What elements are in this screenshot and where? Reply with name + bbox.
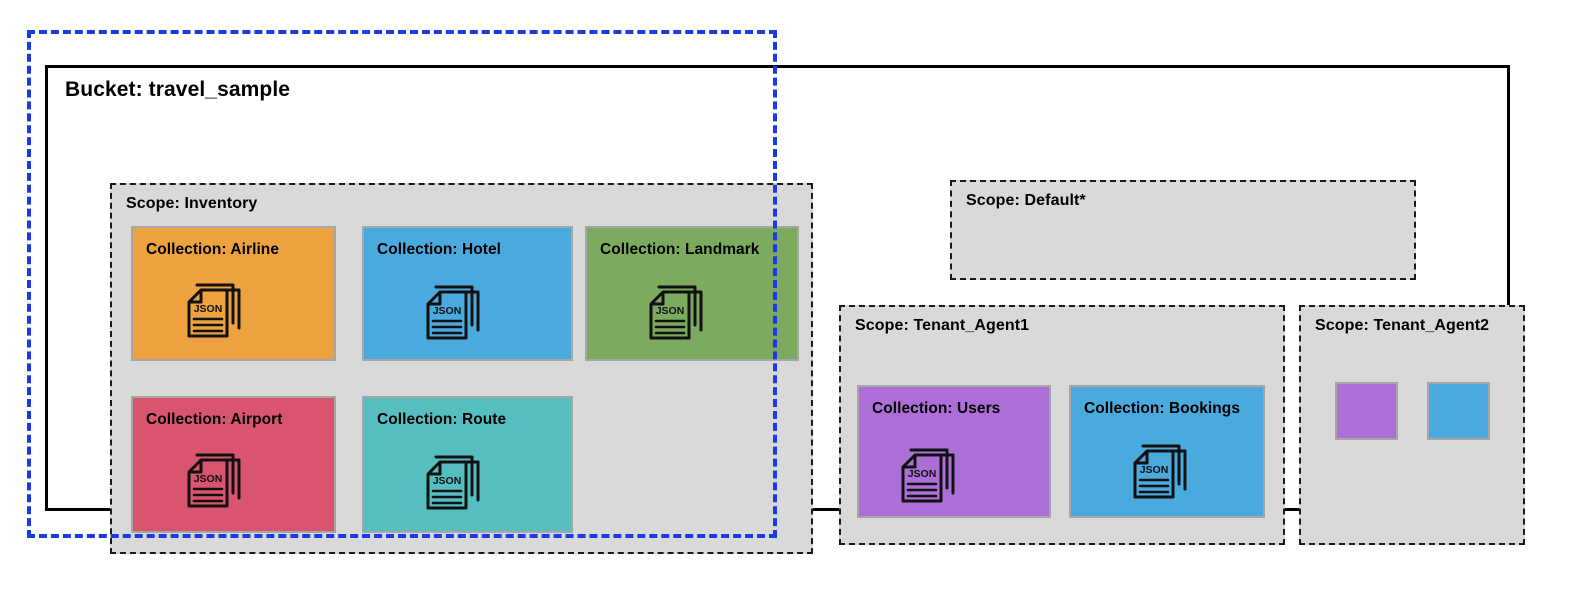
- json-icon-text: JSON: [1140, 464, 1169, 476]
- json-icon-text: JSON: [194, 303, 223, 315]
- collection-card-airport[interactable]: Collection: Airport JSON: [131, 396, 336, 533]
- collection-hotel-label: Collection: Hotel: [377, 241, 501, 258]
- collection-landmark-label: Collection: Landmark: [600, 241, 760, 258]
- collection-airline-label: Collection: Airline: [146, 241, 279, 258]
- bucket-container: Bucket: travel_sample Scope: Inventory C…: [45, 65, 1525, 554]
- json-icon-text: JSON: [433, 475, 462, 487]
- collection-card-route[interactable]: Collection: Route JSON: [362, 396, 573, 533]
- collection-card-bookings[interactable]: Collection: Bookings JSON: [1069, 385, 1265, 518]
- collection-route-label: Collection: Route: [377, 411, 507, 428]
- scope-tenant-agent2-title: Scope: Tenant_Agent2: [1315, 317, 1490, 334]
- json-icon-text: JSON: [433, 305, 462, 317]
- collection-bookings-label: Collection: Bookings: [1084, 400, 1240, 417]
- json-documents-icon: JSON: [187, 283, 241, 338]
- json-documents-icon: JSON: [649, 285, 703, 340]
- json-icon-text: JSON: [194, 473, 223, 485]
- collection-users-label: Collection: Users: [872, 400, 1001, 417]
- scope-tenant-agent1-title: Scope: Tenant_Agent1: [855, 317, 1030, 334]
- bucket-title: Bucket: travel_sample: [65, 78, 291, 101]
- collection-card-airline[interactable]: Collection: Airline JSON: [131, 226, 336, 361]
- collection-swatch-blue[interactable]: [1427, 382, 1490, 440]
- collection-swatch-purple[interactable]: [1335, 382, 1398, 440]
- collection-airport-label: Collection: Airport: [146, 411, 283, 428]
- scope-default-title: Scope: Default*: [966, 192, 1086, 209]
- collection-card-users[interactable]: Collection: Users JSON: [857, 385, 1051, 518]
- json-icon-text: JSON: [908, 468, 937, 480]
- json-icon-text: JSON: [656, 305, 685, 317]
- scope-tenant-agent1[interactable]: Scope: Tenant_Agent1 Collection: Users J…: [839, 305, 1285, 545]
- json-documents-icon: JSON: [1133, 444, 1187, 499]
- json-documents-icon: JSON: [426, 455, 480, 510]
- json-documents-icon: JSON: [901, 448, 955, 503]
- scope-tenant-agent2[interactable]: Scope: Tenant_Agent2: [1299, 305, 1525, 545]
- collection-card-landmark[interactable]: Collection: Landmark JSON: [585, 226, 799, 361]
- scope-inventory[interactable]: Scope: Inventory Collection: Airline JSO…: [110, 183, 813, 554]
- json-documents-icon: JSON: [426, 285, 480, 340]
- scope-inventory-title: Scope: Inventory: [126, 195, 258, 212]
- collection-card-hotel[interactable]: Collection: Hotel JSON: [362, 226, 573, 361]
- scope-default[interactable]: Scope: Default*: [950, 180, 1416, 280]
- json-documents-icon: JSON: [187, 453, 241, 508]
